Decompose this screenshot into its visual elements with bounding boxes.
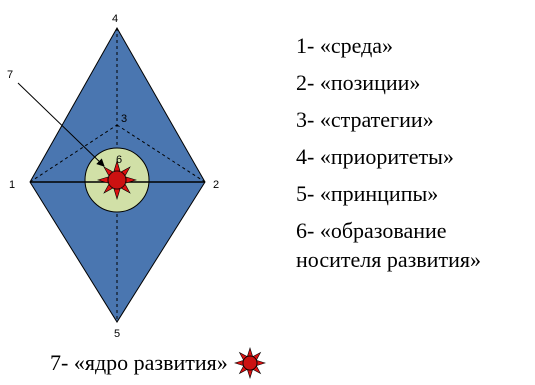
legend-item-6: 6- «образование носителя развития» bbox=[296, 218, 481, 272]
vertex-label-2: 2 bbox=[213, 179, 219, 191]
pointer-arrow-7 bbox=[17, 82, 105, 167]
vertex-label-1: 1 bbox=[9, 179, 15, 191]
dashed-line-1-3 bbox=[29, 124, 118, 183]
core-star-icon bbox=[96, 159, 138, 201]
vertex-label-4: 4 bbox=[112, 13, 118, 25]
vertex-label-3: 3 bbox=[121, 113, 127, 125]
legend-item-7: 7- «ядро развития» bbox=[50, 350, 228, 375]
legend-item-4: 4- «приоритеты» bbox=[296, 144, 454, 169]
diagram: 4 5 1 2 3 6 7 bbox=[7, 13, 219, 340]
legend-item-3: 3- «стратегии» bbox=[296, 107, 434, 132]
legend-item-1: 1- «среда» bbox=[296, 33, 394, 58]
vertex-label-7: 7 bbox=[7, 69, 13, 81]
legend: 1- «среда» 2- «позиции» 3- «стратегии» 4… bbox=[296, 31, 532, 282]
legend-item-5: 5- «принципы» bbox=[296, 181, 439, 206]
legend-core-item: 7- «ядро развития» bbox=[50, 347, 266, 379]
legend-item-2: 2- «позиции» bbox=[296, 70, 421, 95]
vertex-label-6: 6 bbox=[116, 154, 122, 166]
vertex-label-5: 5 bbox=[114, 328, 120, 340]
core-star-legend-icon bbox=[233, 347, 266, 379]
